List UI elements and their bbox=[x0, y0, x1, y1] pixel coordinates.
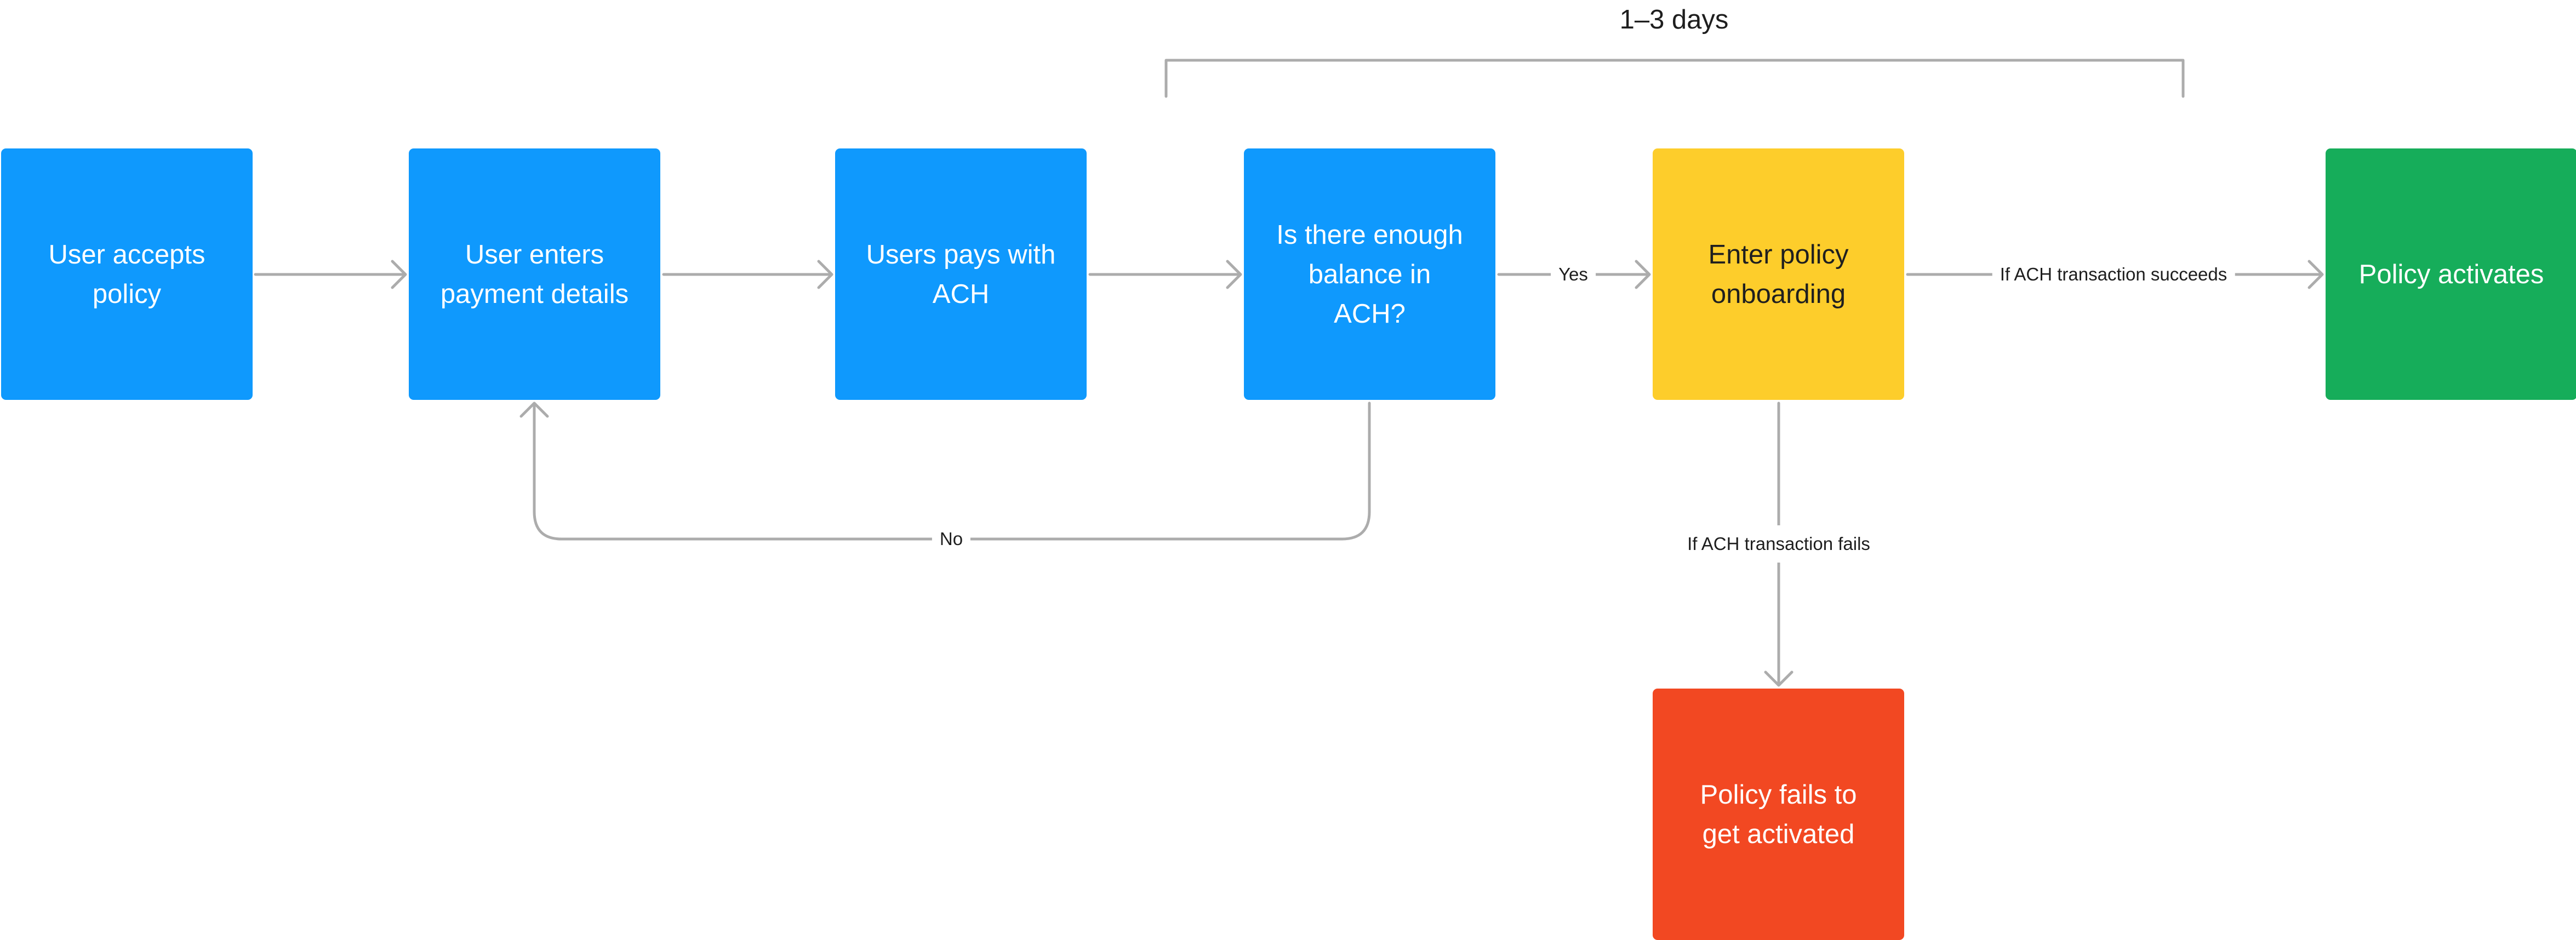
node-label: User accepts policy bbox=[48, 239, 205, 309]
node-label: Users pays with ACH bbox=[866, 239, 1056, 309]
edge-label-no: No bbox=[932, 528, 971, 550]
arrow-pays-to-balance bbox=[1088, 260, 1242, 289]
node-policy-activates: Policy activates bbox=[2326, 148, 2576, 400]
node-users-pays-with-ach: Users pays with ACH bbox=[835, 148, 1087, 400]
node-label: Policy activates bbox=[2358, 259, 2544, 289]
arrow-accepts-to-enters bbox=[254, 260, 407, 289]
node-label: Policy fails to get activated bbox=[1700, 779, 1857, 849]
duration-label: 1–3 days bbox=[1619, 5, 1729, 35]
node-label: Is there enough balance in ACH? bbox=[1276, 220, 1463, 329]
edge-label-yes: Yes bbox=[1551, 263, 1596, 285]
arrow-enters-to-pays bbox=[662, 260, 833, 289]
node-user-accepts-policy: User accepts policy bbox=[1, 148, 253, 400]
node-policy-fails-to-get-activated: Policy fails to get activated bbox=[1653, 689, 1904, 940]
edge-label-succeeds: If ACH transaction succeeds bbox=[1992, 263, 2235, 285]
node-user-enters-payment-details: User enters payment details bbox=[409, 148, 660, 400]
node-balance-check: Is there enough balance in ACH? bbox=[1244, 148, 1495, 400]
node-label: User enters payment details bbox=[440, 239, 629, 309]
node-enter-policy-onboarding: Enter policy onboarding bbox=[1653, 148, 1904, 400]
node-label: Enter policy onboarding bbox=[1708, 239, 1849, 309]
duration-bracket bbox=[1164, 59, 2185, 98]
arrow-balance-to-enters bbox=[519, 402, 1371, 541]
edge-label-fails: If ACH transaction fails bbox=[1680, 525, 1878, 563]
